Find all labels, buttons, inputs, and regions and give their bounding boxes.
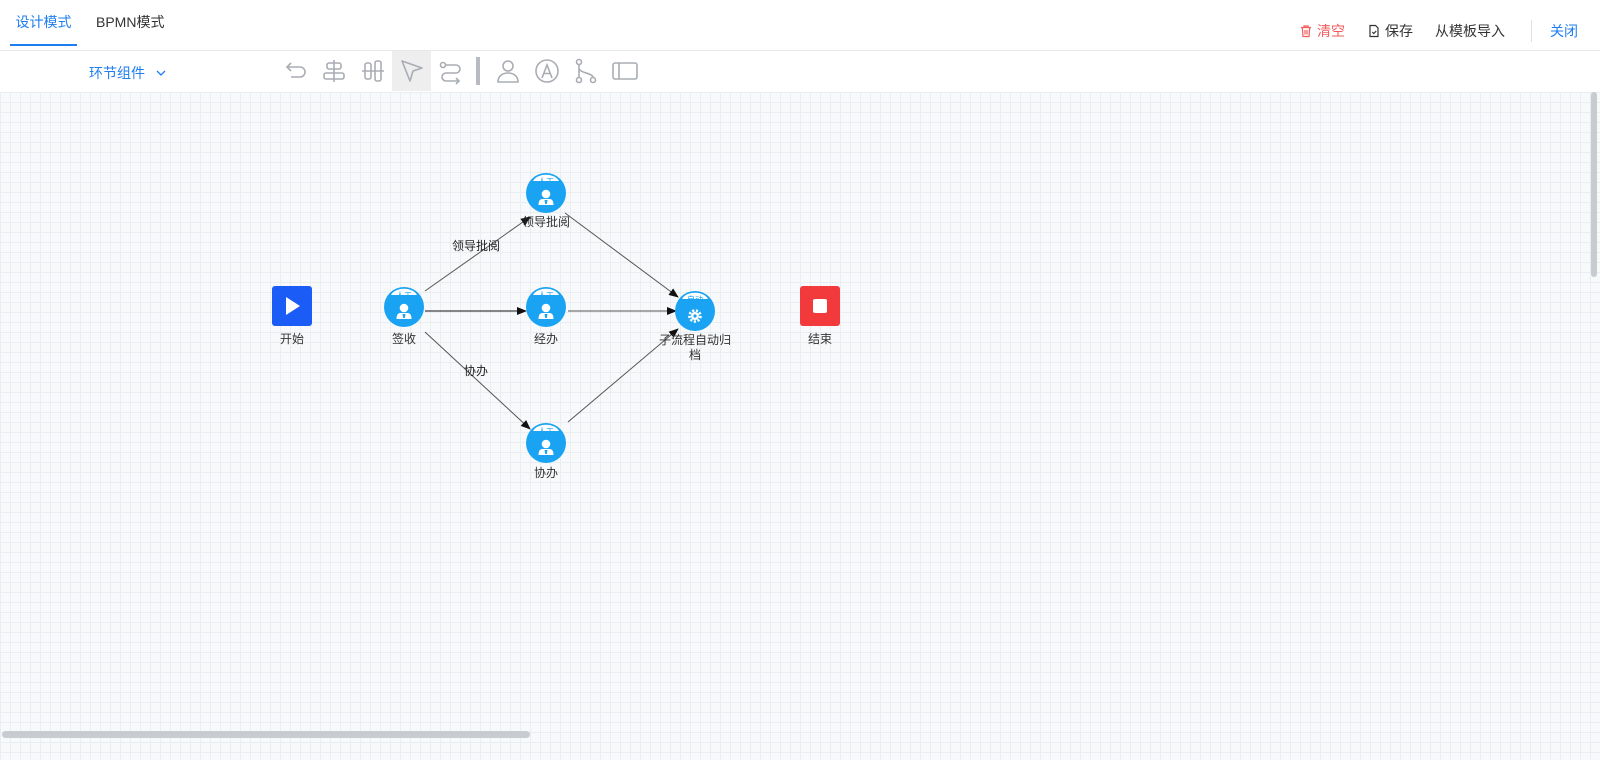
gateway-branch-icon bbox=[575, 58, 596, 84]
task-node-approve[interactable]: 人工 领导批阅 bbox=[522, 173, 570, 229]
header-actions: 清空 保存 从模板导入 关闭 bbox=[1277, 19, 1578, 43]
badge-label: 人工 bbox=[538, 177, 554, 186]
task-node-handle[interactable]: 人工 经办 bbox=[526, 287, 566, 346]
import-template-label: 从模板导入 bbox=[1435, 23, 1505, 39]
gateway-branch-button[interactable] bbox=[566, 51, 605, 91]
edge-sign-approve[interactable] bbox=[424, 216, 531, 292]
align-vertical-button[interactable] bbox=[353, 51, 392, 91]
approve-label: 领导批阅 bbox=[522, 214, 570, 229]
flow-canvas[interactable]: 领导批阅 协办 开始 人工 签收 人工 bbox=[0, 92, 1600, 760]
badge-label: 人工 bbox=[538, 427, 554, 436]
select-pointer-icon bbox=[400, 60, 423, 82]
start-event[interactable]: 开始 bbox=[272, 286, 312, 346]
save-button[interactable]: 保存 bbox=[1367, 21, 1413, 41]
horizontal-scrollbar[interactable] bbox=[2, 731, 530, 738]
vertical-scrollbar[interactable] bbox=[1591, 92, 1597, 277]
handle-label: 经办 bbox=[534, 331, 558, 346]
end-event[interactable]: 结束 bbox=[800, 286, 840, 346]
edge-assist-sub[interactable] bbox=[567, 328, 679, 423]
assist-label: 协办 bbox=[534, 465, 558, 480]
close-button[interactable]: 关闭 bbox=[1550, 21, 1578, 41]
play-icon bbox=[286, 297, 300, 315]
chevron-down-icon bbox=[155, 67, 167, 79]
save-label: 保存 bbox=[1385, 23, 1413, 39]
route-icon bbox=[439, 61, 461, 85]
undo-button[interactable] bbox=[275, 51, 314, 91]
edge-sign-assist[interactable] bbox=[424, 331, 531, 430]
badge-label: 人工 bbox=[396, 291, 412, 300]
edge-label-approve: 领导批阅 bbox=[452, 238, 500, 253]
user-task-icon bbox=[496, 60, 519, 83]
subprocess-label-line2: 档 bbox=[689, 348, 701, 362]
clear-button[interactable]: 清空 bbox=[1299, 21, 1345, 41]
toolbar-divider bbox=[476, 57, 480, 85]
import-template-button[interactable]: 从模板导入 bbox=[1435, 21, 1505, 41]
task-node-subprocess[interactable]: 自动 子流程自动归 档 bbox=[659, 291, 731, 362]
auto-task-icon bbox=[534, 59, 559, 83]
align-vertical-icon bbox=[361, 60, 384, 82]
save-file-icon bbox=[1367, 24, 1381, 38]
edge-approve-sub[interactable] bbox=[564, 212, 679, 298]
start-label: 开始 bbox=[280, 332, 304, 346]
tool-group bbox=[275, 51, 644, 91]
header-bar: 设计模式 BPMN模式 清空 保存 从模板导入 关闭 bbox=[0, 0, 1600, 51]
task-node-assist[interactable]: 人工 协办 bbox=[526, 423, 566, 480]
task-node-sign[interactable]: 人工 签收 bbox=[384, 287, 424, 346]
component-dropdown-label: 环节组件 bbox=[89, 65, 145, 81]
auto-task-button[interactable] bbox=[527, 51, 566, 91]
badge-label: 人工 bbox=[538, 291, 554, 300]
gear-icon bbox=[688, 309, 702, 323]
end-label: 结束 bbox=[808, 332, 832, 346]
lane-icon bbox=[611, 62, 638, 80]
user-task-button[interactable] bbox=[488, 51, 527, 91]
badge-label: 自动 bbox=[687, 294, 703, 304]
component-dropdown[interactable]: 环节组件 bbox=[89, 63, 167, 83]
tab-bpmn-mode[interactable]: BPMN模式 bbox=[96, 14, 165, 30]
route-button[interactable] bbox=[431, 51, 470, 91]
edges: 领导批阅 协办 bbox=[424, 212, 679, 430]
subprocess-label-line1: 子流程自动归 bbox=[659, 332, 731, 347]
sign-label: 签收 bbox=[392, 331, 416, 346]
clear-label: 清空 bbox=[1317, 23, 1345, 39]
tab-design-mode[interactable]: 设计模式 bbox=[10, 0, 77, 46]
undo-icon bbox=[285, 62, 306, 78]
header-divider bbox=[1531, 20, 1532, 42]
edge-label-assist: 协办 bbox=[464, 363, 488, 378]
select-pointer-button[interactable] bbox=[392, 51, 431, 91]
align-horizontal-icon bbox=[322, 60, 345, 82]
stop-icon bbox=[813, 299, 827, 313]
trash-icon bbox=[1299, 24, 1313, 38]
close-label: 关闭 bbox=[1550, 23, 1578, 39]
lane-button[interactable] bbox=[605, 51, 644, 91]
toolbar: 环节组件 bbox=[0, 51, 1600, 92]
align-horizontal-button[interactable] bbox=[314, 51, 353, 91]
flow-diagram: 领导批阅 协办 开始 人工 签收 人工 bbox=[272, 173, 840, 480]
